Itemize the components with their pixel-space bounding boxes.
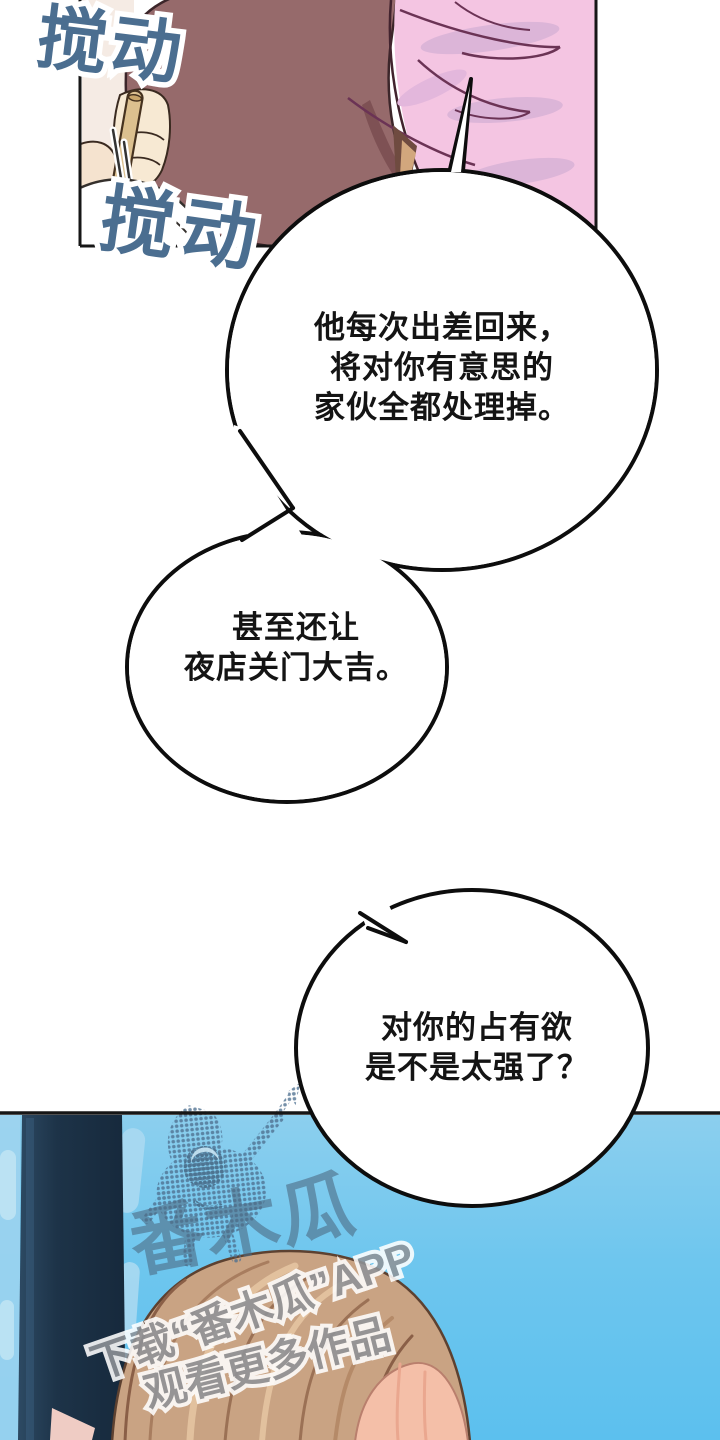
top-panel <box>78 0 598 248</box>
hair <box>110 1249 472 1440</box>
sleeve <box>81 178 213 245</box>
bubble-junction-whiteout <box>230 425 345 580</box>
mauve-shadow <box>362 100 430 215</box>
speech-bubble-3-text: 对你的占有欲 是不是太强了？ <box>365 1010 589 1085</box>
pillar <box>18 1115 126 1440</box>
top-panel-border <box>78 0 598 248</box>
speech-bubble-3 <box>294 888 650 1208</box>
skin-wedge <box>50 1408 95 1440</box>
pillar-highlight <box>26 1118 34 1440</box>
bubble-junction-spike <box>238 429 295 542</box>
speech-bubble-1-text: 他每次出差回来， 将对你有意思的 家伙全都处理掉。 <box>314 310 570 425</box>
bubble-2-fill <box>129 534 445 800</box>
speech-bubble-2-text: 甚至还让 夜店关门大吉。 <box>184 610 408 685</box>
sfx-text-1: 搅动 搅动 <box>27 0 194 99</box>
bubble-3-whiteout <box>356 900 398 932</box>
papaya-mascot-icon <box>142 1082 301 1267</box>
bubble-1-tail-interior <box>451 86 470 172</box>
bubble-3-tail <box>358 911 408 944</box>
sleeve-fold <box>149 204 196 245</box>
bubble-1-fill <box>229 172 655 568</box>
